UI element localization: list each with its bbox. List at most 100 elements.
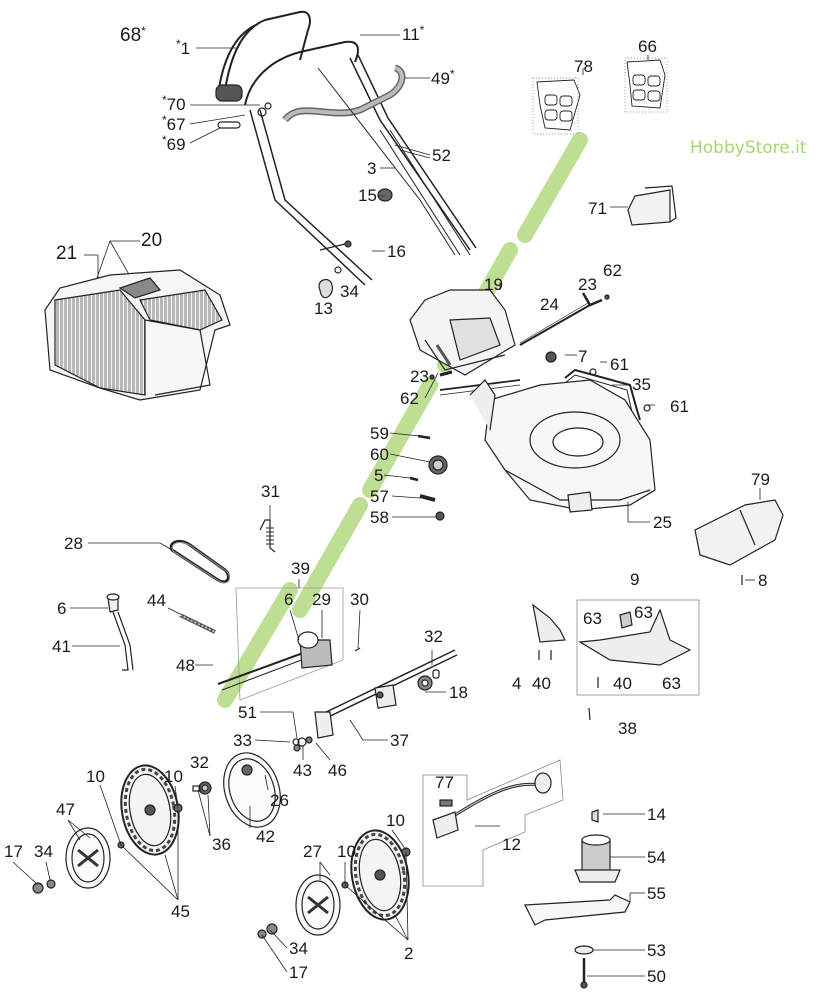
deck-fittings	[409, 434, 448, 521]
part-label-71: 71	[588, 199, 607, 218]
part-label-23-bottom: 23	[410, 367, 429, 386]
part-label-62-bottom: 62	[400, 389, 419, 408]
part-label-37: 37	[390, 731, 409, 750]
leader-lines	[84, 34, 649, 279]
part-label-14: 14	[647, 805, 666, 824]
part-label-59: 59	[370, 424, 389, 443]
part-label-42: 42	[256, 827, 275, 846]
part-label-44: 44	[147, 591, 166, 610]
part-label-54: 54	[647, 848, 666, 867]
rear-wheel-left	[32, 764, 183, 894]
part-label-34-left: 34	[34, 842, 53, 861]
part-label-6-gearbox: 6	[284, 590, 294, 609]
part-label-43: 43	[293, 761, 312, 780]
handle-upper	[215, 10, 477, 286]
lever-41	[106, 593, 134, 671]
part-label-66: 66	[638, 37, 657, 56]
flap-79	[694, 499, 784, 585]
part-label-6: 6	[57, 599, 67, 618]
part-label-55: 55	[647, 884, 666, 903]
part-label-63-top: 63	[634, 603, 653, 622]
part-label-18: 18	[449, 683, 468, 702]
part-label-61-top: 61	[610, 355, 629, 374]
grass-bag	[44, 269, 231, 401]
part-label-13: 13	[314, 299, 333, 318]
decals	[532, 57, 668, 135]
part-label-29: 29	[312, 590, 331, 609]
part-4	[532, 603, 599, 721]
leader-lines-lower	[12, 283, 761, 977]
part-label-49: 49*	[431, 67, 455, 88]
part-label-9: 9	[630, 570, 640, 589]
part-label-16: 16	[387, 242, 406, 261]
part-label-70: *70	[162, 93, 186, 114]
part-label-50: 50	[647, 967, 666, 986]
part-label-79: 79	[751, 470, 770, 489]
part-label-62-top: 62	[603, 261, 622, 280]
part-label-68: 68*	[120, 24, 146, 46]
part-label-8: 8	[758, 571, 768, 590]
part-label-63-right: 63	[662, 674, 681, 693]
kit-9-box	[576, 599, 700, 696]
part-71	[627, 185, 677, 226]
part-label-78: 78	[574, 57, 593, 76]
blade-assembly	[524, 809, 631, 989]
part-label-46: 46	[328, 761, 347, 780]
part-label-39: 39	[291, 559, 310, 578]
part-label-40-left: 40	[532, 674, 551, 693]
part-label-48: 48	[176, 656, 195, 675]
part-label-53: 53	[647, 941, 666, 960]
part-label-33: 33	[233, 731, 252, 750]
part-label-63-left: 63	[583, 609, 602, 628]
part-label-10-a: 10	[164, 767, 183, 786]
part-label-26: 26	[270, 791, 289, 810]
springs	[179, 519, 276, 634]
motor-cover	[409, 289, 516, 376]
part-label-77: 77	[435, 773, 454, 792]
part-label-24: 24	[540, 295, 559, 314]
part-label-21: 21	[56, 243, 78, 264]
part-label-17-left: 17	[4, 842, 23, 861]
part-label-60: 60	[370, 445, 389, 464]
part-label-10-b: 10	[86, 767, 105, 786]
part-label-31: 31	[261, 482, 280, 501]
part-label-61-bottom: 61	[670, 397, 689, 416]
part-label-41: 41	[52, 637, 71, 656]
handle-bar-49	[282, 64, 406, 123]
drive-belt	[169, 539, 230, 584]
part-label-58: 58	[370, 508, 389, 527]
part-label-11: 11*	[402, 23, 425, 44]
mower-deck	[439, 379, 656, 513]
part-label-4: 4	[512, 674, 522, 693]
part-label-27: 27	[303, 842, 322, 861]
part-label-38: 38	[618, 719, 637, 738]
part-label-69: *69	[162, 133, 186, 154]
part-label-23-top: 23	[578, 275, 597, 294]
part-label-57: 57	[370, 487, 389, 506]
part-label-52: 52	[432, 146, 451, 165]
kit-77-box	[422, 759, 564, 887]
part-label-17-bottom: 17	[289, 963, 308, 982]
part-label-34-top: 34	[340, 282, 359, 301]
axle-37	[314, 649, 458, 739]
small-hardware	[217, 102, 352, 299]
part-label-32-bottom: 32	[190, 753, 209, 772]
watermark: HobbyStore.it	[690, 138, 807, 158]
part-label-67: *67	[162, 113, 186, 134]
part-label-36: 36	[212, 835, 231, 854]
part-label-7: 7	[578, 347, 588, 366]
part-label-3: 3	[367, 159, 377, 178]
drive-plate	[192, 752, 281, 828]
part-label-30: 30	[350, 590, 369, 609]
part-label-51: 51	[238, 703, 257, 722]
part-label-19: 19	[484, 275, 503, 294]
part-label-10-c: 10	[386, 811, 405, 830]
part-label-10-d: 10	[337, 842, 356, 861]
part-label-1: *1	[176, 37, 191, 58]
part-label-5: 5	[374, 466, 384, 485]
part-label-32-top: 32	[424, 627, 443, 646]
rod-24	[429, 292, 610, 380]
part-label-47: 47	[56, 800, 75, 819]
part-label-15: 15	[358, 186, 377, 205]
